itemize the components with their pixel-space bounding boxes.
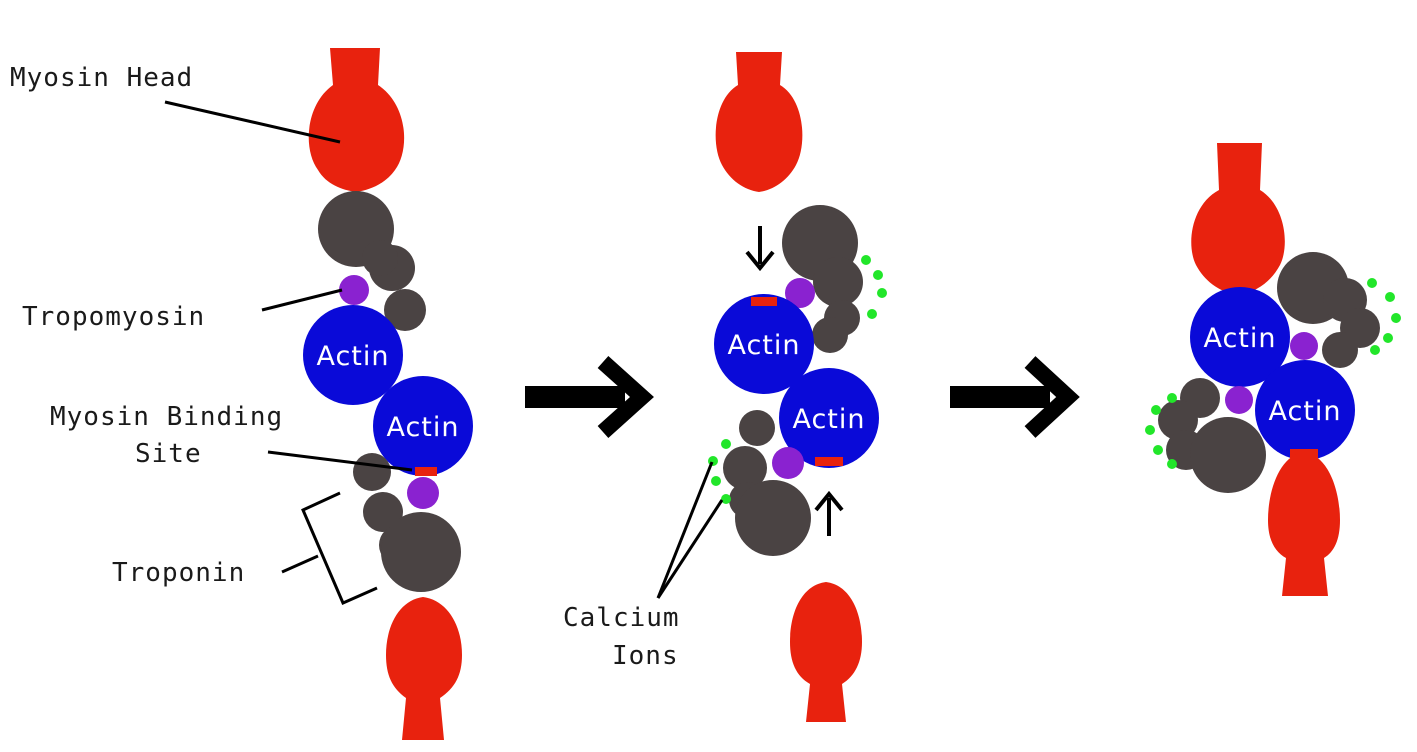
arrow-down-small — [745, 226, 775, 272]
binding-site-1b — [415, 467, 437, 476]
panel-resting: Actin Actin Myosin Head Tropomyosin Myos… — [10, 48, 473, 740]
leader-binding-site — [267, 450, 413, 472]
leader-tropomyosin — [261, 288, 343, 312]
tropomyosin-1a — [339, 275, 369, 305]
actin-3b — [1255, 360, 1355, 460]
label-myosin-binding-line2: Site — [135, 439, 202, 469]
label-calcium-ions-line2: Ions — [612, 641, 679, 671]
actin-1b — [373, 376, 473, 476]
myosin-head-bottom-2 — [790, 582, 862, 722]
calcium-ions-upper-2 — [861, 255, 887, 319]
tropomyosin-3b — [1225, 386, 1253, 414]
actin-label-3b: Actin — [1268, 396, 1341, 427]
arrow-up-small — [814, 490, 844, 536]
bracket-troponin — [301, 491, 378, 605]
actin-1a — [303, 305, 403, 405]
leader-troponin — [281, 554, 319, 574]
calcium-ions-lower-3 — [1145, 393, 1177, 469]
actin-label-1b: Actin — [386, 412, 459, 443]
myosin-head-bottom-3 — [1268, 452, 1340, 596]
troponin-upper-1 — [318, 191, 426, 331]
troponin-lower-1 — [353, 453, 461, 592]
binding-site-2b — [815, 457, 843, 466]
panel-calcium-binding: Actin Actin Calciu — [563, 52, 887, 722]
calcium-ions-lower-2 — [708, 439, 731, 504]
actin-2b — [779, 368, 879, 468]
tropomyosin-3a — [1290, 332, 1318, 360]
actin-2a — [714, 294, 814, 394]
arrow-right-2 — [950, 356, 1080, 438]
label-myosin-binding-line1: Myosin Binding — [50, 402, 283, 432]
myosin-head-top-1 — [308, 48, 405, 192]
myosin-head-bottom-1 — [386, 597, 462, 740]
troponin-lower-3 — [1158, 378, 1266, 493]
tropomyosin-2a — [785, 278, 815, 308]
label-troponin: Troponin — [112, 558, 245, 588]
binding-site-2a — [751, 297, 777, 306]
leader-myosin-head — [164, 100, 341, 144]
actin-label-2b: Actin — [792, 404, 865, 435]
arrow-right-1 — [525, 356, 654, 438]
panel-cross-bridge: Actin Actin — [1145, 143, 1401, 596]
label-tropomyosin: Tropomyosin — [22, 302, 205, 332]
tropomyosin-2b — [772, 447, 804, 479]
leader-calcium-2 — [656, 499, 724, 599]
actin-label-2a: Actin — [727, 330, 800, 361]
actin-label-1a: Actin — [316, 341, 389, 372]
tropomyosin-1b — [407, 477, 439, 509]
troponin-lower-2 — [723, 410, 811, 556]
myosin-head-top-2 — [715, 52, 803, 192]
label-calcium-ions-line1: Calcium — [563, 603, 680, 633]
label-myosin-head: Myosin Head — [10, 63, 193, 93]
myosin-head-top-3 — [1191, 143, 1285, 295]
leader-calcium-1 — [656, 461, 714, 599]
troponin-upper-3 — [1277, 252, 1380, 368]
actin-label-3a: Actin — [1203, 323, 1276, 354]
actin-3a — [1190, 287, 1290, 387]
calcium-ions-upper-3 — [1367, 278, 1401, 355]
troponin-upper-2 — [782, 205, 863, 353]
